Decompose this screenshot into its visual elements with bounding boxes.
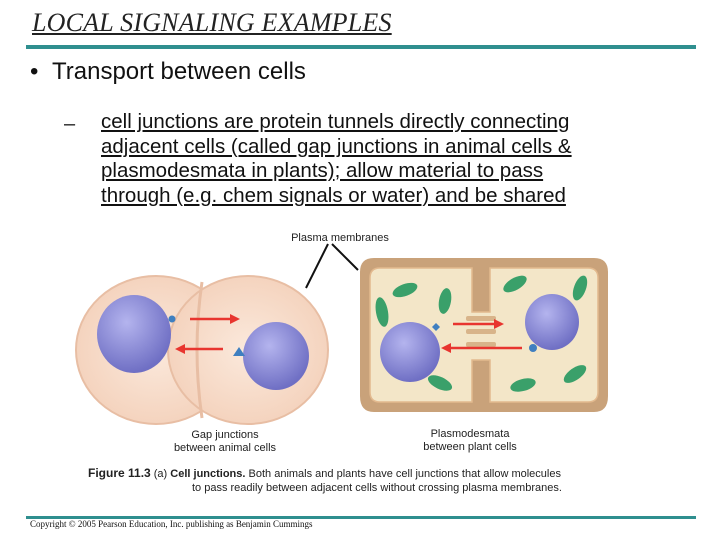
chloroplast bbox=[503, 275, 527, 293]
animal-cells bbox=[75, 275, 329, 425]
chloroplast bbox=[572, 275, 588, 301]
label-gap-line-1: Gap junctions bbox=[191, 429, 259, 441]
chloroplast bbox=[392, 282, 418, 298]
sub-bullet-paragraph: cell junctions are protein tunnels direc… bbox=[101, 110, 681, 208]
molecule-dot bbox=[529, 344, 537, 352]
cell-junctions-illustration bbox=[75, 243, 608, 425]
caption-text-2: to pass readily between adjacent cells w… bbox=[192, 482, 562, 494]
label-plasmo-line-1: Plasmodesmata bbox=[430, 428, 510, 440]
molecule-diamond bbox=[432, 323, 440, 331]
plant-nucleus-right bbox=[525, 294, 579, 350]
sub-bullet-dash: – bbox=[64, 113, 76, 135]
label-gap-line-2: between animal cells bbox=[173, 442, 277, 454]
pointer-line-plant bbox=[331, 243, 359, 271]
arrow-left-head bbox=[175, 344, 185, 354]
caption-figure-number: Figure 11.3 bbox=[88, 466, 151, 480]
animal-nucleus-right bbox=[243, 322, 309, 390]
cell-junctions-figure: Plasma membranes Gap junctions between a… bbox=[70, 228, 630, 460]
arrow-right-head bbox=[230, 314, 240, 324]
chloroplast bbox=[427, 375, 453, 391]
label-plasma-membranes: Plasma membranes bbox=[291, 232, 389, 244]
plant-arrow-left-head bbox=[441, 343, 451, 353]
bullet-item: • Transport between cells bbox=[30, 58, 306, 86]
chloroplast bbox=[563, 365, 587, 383]
plasmodesma-channel-1 bbox=[466, 316, 496, 321]
caption-part: (a) bbox=[153, 468, 168, 480]
footer-rule bbox=[26, 516, 696, 519]
plant-arrow-right-head bbox=[494, 319, 504, 329]
paragraph-line-4: through (e.g. chem signals or water) and… bbox=[101, 183, 566, 207]
molecule-dot bbox=[168, 315, 176, 323]
label-plasmo-line-2: between plant cells bbox=[423, 441, 517, 453]
animal-nucleus-left bbox=[97, 295, 171, 373]
figure-caption: Figure 11.3 (a) Cell junctions. Both ani… bbox=[88, 466, 648, 495]
copyright-text: Copyright © 2005 Pearson Education, Inc.… bbox=[30, 519, 313, 529]
chloroplast bbox=[375, 297, 389, 327]
label-gap-junctions: Gap junctions between animal cells bbox=[150, 429, 300, 455]
bullet-dot-icon: • bbox=[30, 58, 39, 85]
paragraph-line-3: plasmodesmata in plants); allow material… bbox=[101, 159, 544, 182]
paragraph-line-2: adjacent cells (called gap junctions in … bbox=[101, 134, 572, 158]
pointer-line-animal bbox=[305, 243, 329, 289]
caption-bold-text: Cell junctions. bbox=[170, 468, 246, 480]
bullet-text: Transport between cells bbox=[52, 58, 306, 85]
slide-title: LOCAL SIGNALING EXAMPLES bbox=[32, 8, 392, 37]
plasmodesma-channel-2 bbox=[466, 329, 496, 334]
plasmodesma-channel-3 bbox=[466, 342, 496, 347]
plant-nucleus-left bbox=[380, 322, 440, 382]
caption-text-1: Both animals and plants have cell juncti… bbox=[248, 468, 561, 480]
label-plasmodesmata: Plasmodesmata between plant cells bbox=[395, 428, 545, 454]
paragraph-line-1: cell junctions are protein tunnels direc… bbox=[101, 110, 570, 133]
title-underline-rule bbox=[26, 45, 696, 49]
chloroplast bbox=[510, 378, 536, 392]
molecule-triangle bbox=[233, 347, 245, 356]
chloroplast bbox=[438, 288, 452, 314]
plant-cells bbox=[360, 258, 608, 412]
